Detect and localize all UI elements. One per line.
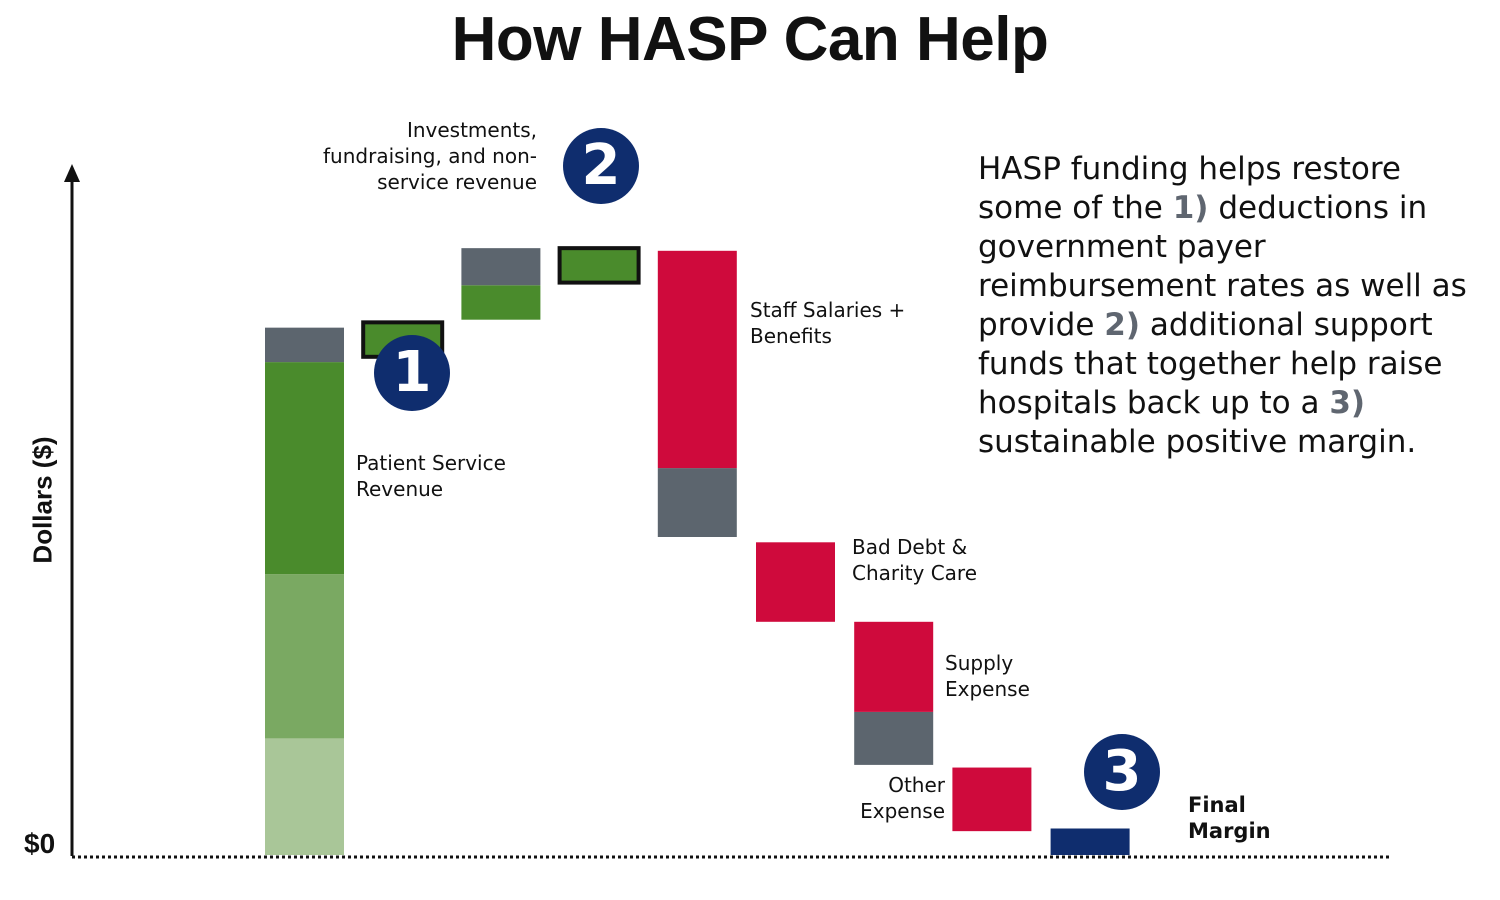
label-investments: Investments, fundraising, and non- servi…	[323, 118, 537, 194]
y-axis-label: Dollars ($)	[27, 436, 58, 564]
label-staff-salaries: Staff Salaries + Benefits	[750, 298, 906, 348]
label-supply-expense: Supply Expense	[945, 651, 1030, 701]
note-number: 3)	[1329, 385, 1366, 421]
bar-segment	[657, 468, 737, 537]
note-text: sustainable positive margin.	[978, 424, 1417, 460]
label-bad-debt: Bad Debt & Charity Care	[852, 535, 978, 585]
label-other-expense: Other Expense	[860, 773, 945, 823]
bar-segment	[557, 246, 641, 285]
badge-2: 2	[563, 128, 639, 204]
badge-1: 1	[374, 335, 450, 411]
note-text: additional support funds that together h…	[978, 307, 1443, 421]
bar-segment	[461, 248, 541, 286]
badge-3: 3	[1084, 734, 1160, 810]
bar-segment	[1050, 828, 1130, 855]
bars-layer	[265, 246, 1130, 855]
bar-segment	[265, 327, 344, 363]
note-number: 2)	[1104, 307, 1141, 343]
bar-segment	[756, 542, 835, 622]
note-number: 1)	[1172, 190, 1209, 226]
label-patient-service-revenue: Patient Service Revenue	[356, 451, 506, 501]
bar-segment	[265, 362, 344, 575]
bar-segment	[657, 250, 737, 469]
bar-segment	[461, 285, 541, 320]
bar-segment	[265, 738, 344, 855]
note-text: HASP funding helps restore some of the	[978, 151, 1401, 226]
y-axis-arrow	[64, 164, 80, 182]
bar-segment	[265, 574, 344, 739]
bar-segment	[854, 711, 934, 765]
explanation-text: HASP funding helps restore some of the 1…	[978, 150, 1478, 462]
note-text: deductions in government payer reimburse…	[978, 190, 1467, 343]
y-tick-label-zero: $0	[24, 828, 56, 859]
bar-segment	[952, 767, 1032, 832]
bar-segment	[854, 621, 934, 712]
chart-title: How HASP Can Help	[451, 5, 1049, 74]
label-final-margin: Final Margin	[1188, 793, 1271, 843]
